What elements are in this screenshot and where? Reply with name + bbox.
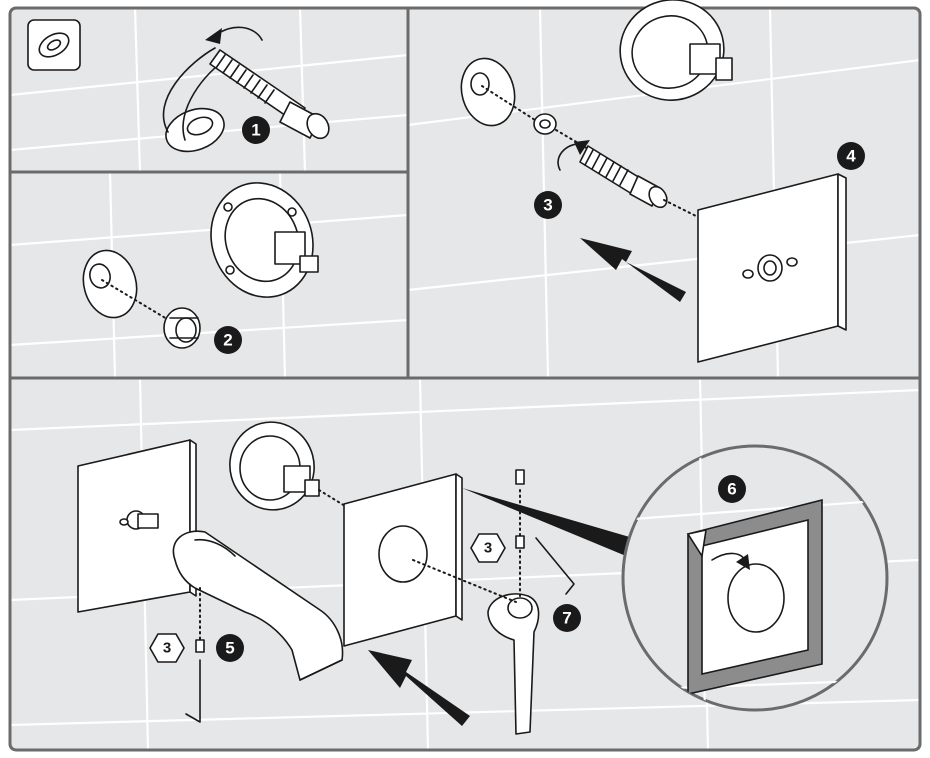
svg-text:3: 3: [484, 540, 492, 557]
washer: [533, 113, 557, 135]
cover-plate-step-4: [697, 173, 847, 363]
extension-rod-step-3: [557, 140, 668, 209]
svg-text:3: 3: [543, 196, 552, 215]
step-badge-4: 4: [837, 142, 865, 170]
threaded-rod: [209, 49, 330, 140]
valve-body-step-2: [210, 182, 319, 298]
cover-plate-step-6: [343, 473, 463, 647]
adapter-nipple: [163, 307, 201, 349]
magnify-wedge: [462, 488, 640, 556]
step-badge-2: 2: [214, 326, 242, 354]
hex-key-step-5: [185, 639, 205, 723]
rotate-arrow-icon: [205, 28, 222, 44]
wall-plate-step-5: [77, 439, 197, 613]
frame: [8, 6, 922, 752]
grub-screw: [515, 469, 525, 549]
spout: [172, 530, 344, 681]
handle-step-7: [487, 593, 540, 735]
svg-text:4: 4: [846, 147, 856, 166]
step-badge-3: 3: [534, 191, 562, 219]
hex-label-step-7: 3: [470, 533, 506, 563]
panel-step-2: [10, 172, 408, 378]
push-arrow-step-4: [580, 238, 686, 302]
step-badge-5: 5: [216, 634, 244, 662]
step-badge-6: 6: [718, 475, 746, 503]
svg-text:3: 3: [163, 640, 171, 657]
svg-text:1: 1: [251, 121, 260, 140]
svg-text:7: 7: [562, 609, 571, 628]
rosette-step-3: [460, 57, 516, 127]
step-badge-1: 1: [242, 116, 270, 144]
hex-label-step-5: 3: [149, 633, 185, 663]
valve-body-step-6: [229, 421, 320, 511]
rosette-step-2: [82, 249, 138, 319]
svg-text:6: 6: [727, 480, 736, 499]
svg-text:2: 2: [223, 331, 232, 350]
hex-key-step-7: [535, 537, 575, 595]
push-arrow-step-7: [368, 650, 470, 726]
step-badge-7: 7: [553, 604, 581, 632]
svg-text:5: 5: [225, 639, 234, 658]
valve-body-step-3: [619, 0, 733, 101]
extension-with-seal: [162, 26, 330, 153]
sealing-ring-icon: [38, 32, 70, 58]
seal-icon-box: [27, 19, 81, 71]
